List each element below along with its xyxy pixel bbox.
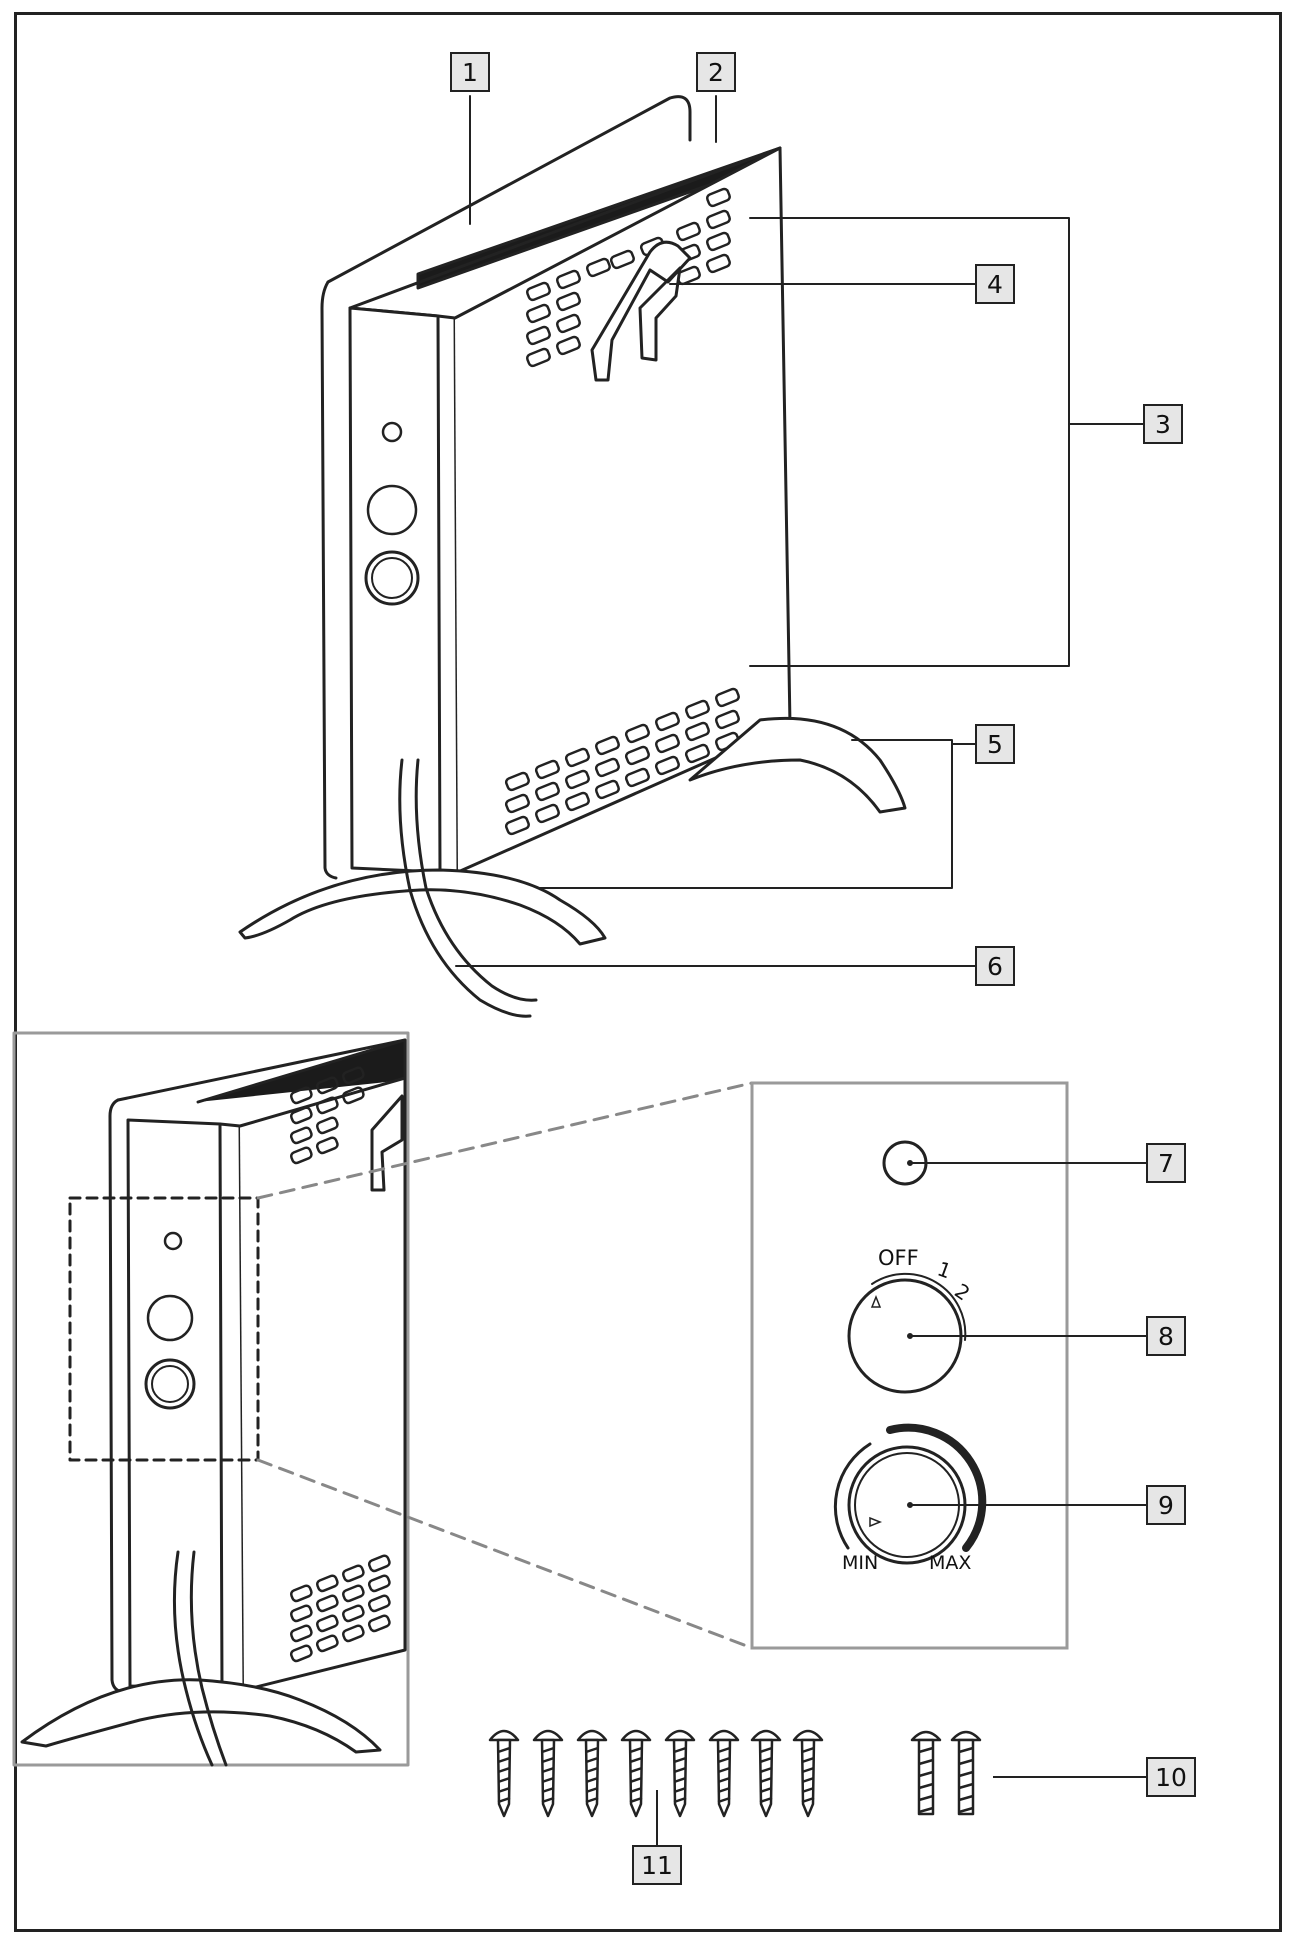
front-foot xyxy=(238,868,607,946)
carry-handle xyxy=(590,240,692,382)
callout-9: 9 xyxy=(1146,1485,1186,1525)
indicator-light xyxy=(381,421,403,443)
page-frame xyxy=(14,12,1282,1932)
thermostat-min-label: MIN xyxy=(842,1552,879,1574)
bottom-vents xyxy=(504,687,740,836)
heater-back-panel xyxy=(320,95,692,880)
callout-8: 8 xyxy=(1146,1316,1186,1356)
callout-1: 1 xyxy=(450,52,490,92)
screw-set-10 xyxy=(910,1730,982,1816)
control-panel-face xyxy=(348,306,442,874)
callout-2: 2 xyxy=(696,52,736,92)
power-cord xyxy=(398,758,532,1018)
callout-10: 10 xyxy=(1146,1757,1196,1797)
rear-foot xyxy=(688,716,907,814)
thermostat-max-label: MAX xyxy=(929,1552,972,1574)
screw-set-11 xyxy=(488,1729,824,1818)
mode-off-label: OFF xyxy=(878,1246,919,1270)
callout-6: 6 xyxy=(975,946,1015,986)
mode-knob xyxy=(366,484,418,536)
callout-5: 5 xyxy=(975,724,1015,764)
callout-11: 11 xyxy=(632,1845,682,1885)
callout-7: 7 xyxy=(1146,1143,1186,1183)
detail-panel xyxy=(750,1081,1069,1650)
zoom-selection xyxy=(68,1196,260,1462)
thermostat-knob xyxy=(364,550,420,606)
callout-4: 4 xyxy=(975,264,1015,304)
callout-3: 3 xyxy=(1143,404,1183,444)
